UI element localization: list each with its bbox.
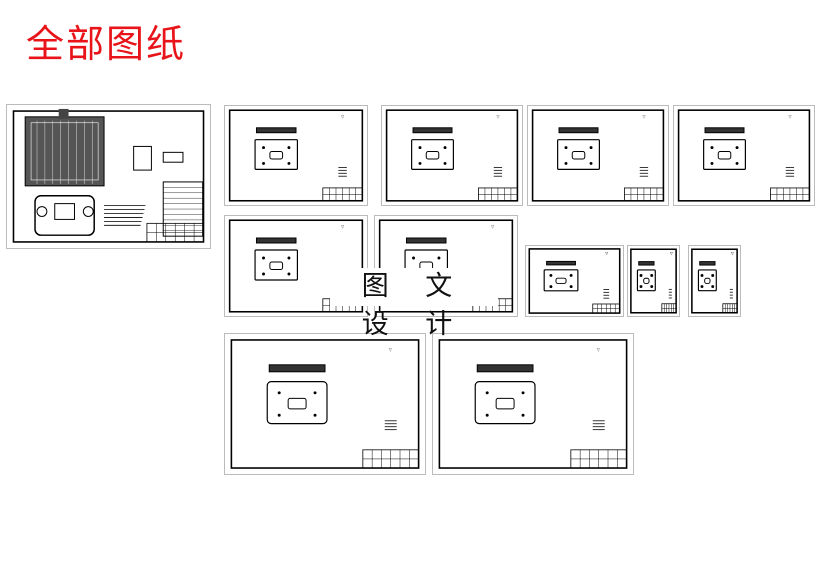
drawing-sheet[interactable]: ▽ xyxy=(432,333,634,475)
sheet-border xyxy=(630,248,677,314)
sheet-border xyxy=(230,339,420,469)
svg-text:▽: ▽ xyxy=(389,347,393,352)
drawing-sheet[interactable]: ▽ xyxy=(224,215,368,317)
svg-text:▽: ▽ xyxy=(491,224,494,229)
svg-text:▽: ▽ xyxy=(341,114,344,119)
cad-drawing: ▽ xyxy=(385,109,519,202)
sheet-border xyxy=(677,109,811,202)
drawing-sheet[interactable]: ▽ xyxy=(381,105,523,206)
cad-drawing: ▽ xyxy=(630,248,677,314)
sheet-border xyxy=(378,219,514,313)
sheet-border xyxy=(438,339,628,469)
sheet-border xyxy=(228,219,364,313)
cad-drawing: ▽ xyxy=(691,248,738,314)
cad-drawing: ▽ xyxy=(531,109,665,202)
sheet-border xyxy=(228,109,364,202)
svg-text:▽: ▽ xyxy=(643,114,646,119)
svg-text:▽: ▽ xyxy=(605,250,608,255)
drawing-sheet[interactable]: ▽ xyxy=(688,245,741,317)
page-title: 全部图纸 xyxy=(26,22,187,66)
svg-text:▽: ▽ xyxy=(597,347,601,352)
drawing-sheet[interactable]: ▽ xyxy=(527,105,669,206)
cad-drawing: ▽ xyxy=(228,109,364,202)
cad-drawing: ▽ xyxy=(230,339,420,469)
sheet-border xyxy=(12,110,205,243)
cad-drawing: ▽ xyxy=(677,109,811,202)
cad-drawing xyxy=(12,108,205,243)
sheet-border xyxy=(385,109,519,202)
drawing-sheet[interactable]: ▽ xyxy=(627,245,680,317)
sheet-border xyxy=(528,248,621,314)
cad-drawing: ▽ xyxy=(438,339,628,469)
drawing-sheet[interactable]: ▽ xyxy=(525,245,624,317)
svg-text:▽: ▽ xyxy=(670,251,673,256)
sheet-border xyxy=(691,248,738,314)
svg-text:▽: ▽ xyxy=(789,114,792,119)
drawing-sheet[interactable]: ▽ xyxy=(673,105,815,206)
svg-text:▽: ▽ xyxy=(731,251,734,256)
svg-text:▽: ▽ xyxy=(341,224,344,229)
sheet-border xyxy=(531,109,665,202)
svg-text:▽: ▽ xyxy=(497,114,500,119)
drawing-sheet[interactable]: ▽ xyxy=(224,105,368,206)
drawing-sheet[interactable] xyxy=(6,104,211,249)
watermark: 图 文 设 计 xyxy=(330,268,498,340)
cad-drawing: ▽ xyxy=(528,248,621,314)
drawing-sheet[interactable]: ▽ xyxy=(224,333,426,475)
